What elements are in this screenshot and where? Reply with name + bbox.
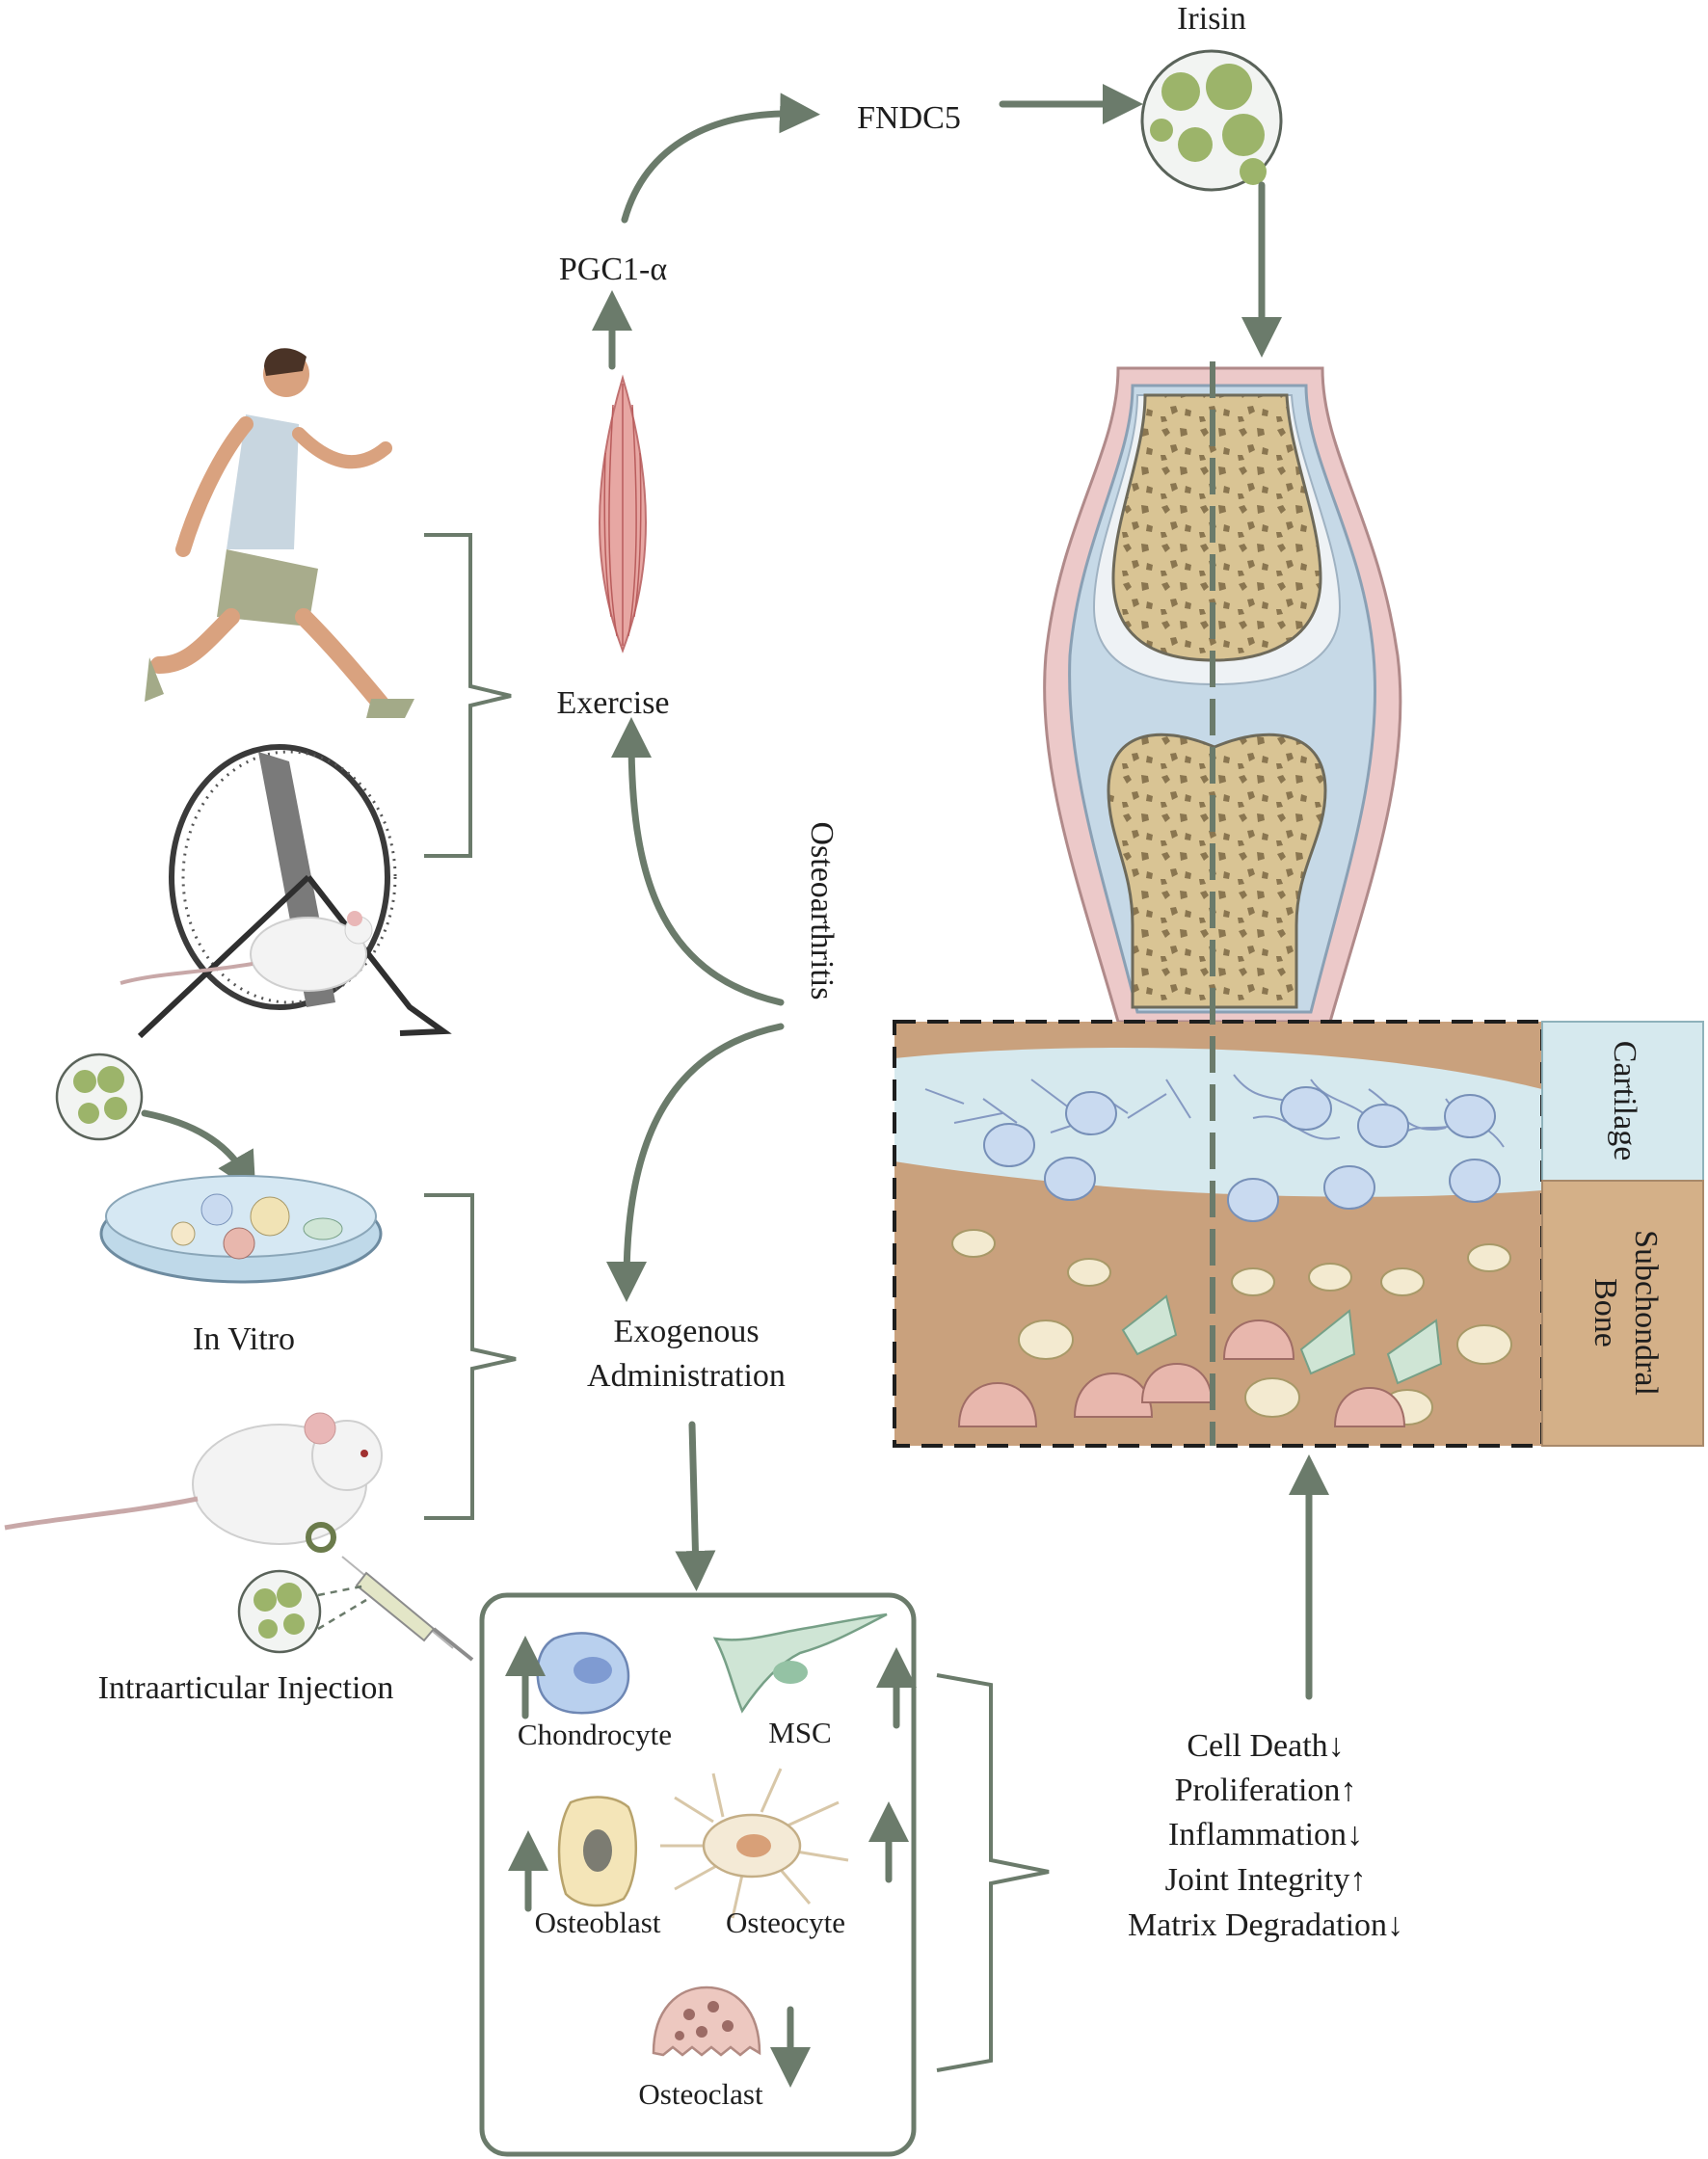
exercise-brace (424, 533, 512, 858)
cell-effects-brace (936, 1673, 1050, 2072)
joint-illustration (1043, 366, 1402, 1024)
osteoblast-label: Osteoblast (535, 1906, 661, 1939)
chondrocyte-icon (536, 1632, 630, 1715)
cartilage-label: Cartilage (1607, 1041, 1642, 1161)
effect-item: Matrix Degradation↓ (1128, 1907, 1403, 1943)
pgc1a-label: PGC1-α (559, 252, 667, 287)
msc-label: MSC (768, 1716, 831, 1749)
msc-icon (712, 1613, 888, 1714)
oa-to-exercise-arrow (611, 717, 785, 1006)
osteoclast-icon (652, 1986, 761, 2057)
effect-item: Proliferation↑ (1175, 1773, 1357, 1808)
effect-item: Joint Integrity↑ (1165, 1862, 1367, 1898)
subchondral-label-line2: Bone (1588, 1278, 1623, 1347)
osteocyte-label: Osteocyte (726, 1906, 845, 1939)
in-vitro-label: In Vitro (193, 1321, 295, 1357)
mouse-illustration (4, 1412, 383, 1553)
chondrocyte-label: Chondrocyte (518, 1718, 672, 1751)
fndc5-label: FNDC5 (857, 100, 961, 136)
effect-item: Inflammation↓ (1168, 1817, 1363, 1852)
petri-dish-illustration (99, 1175, 383, 1284)
syringe-illustration (341, 1556, 474, 1662)
exogenous-label-line2: Administration (587, 1358, 786, 1394)
subchondral-label-line1: Subchondral (1628, 1230, 1664, 1396)
runner-illustration (145, 348, 414, 718)
subchondral-box (1541, 1180, 1704, 1447)
irisin-label: Irisin (1177, 1, 1246, 37)
exogenous-to-cells-arrow (675, 1421, 716, 1591)
irisin-injection-icon (237, 1569, 367, 1654)
oa-to-exogenous-arrow (606, 1023, 785, 1302)
muscle-fiber-icon (599, 374, 647, 653)
irisin-icon (1140, 49, 1283, 192)
irisin-to-dish-arrow (141, 1109, 256, 1194)
exercise-label: Exercise (556, 685, 669, 721)
irisin-small-icon (55, 1053, 144, 1141)
osteoblast-icon (557, 1796, 638, 1907)
exogenous-brace (424, 1193, 517, 1520)
osteoarthritis-label: Osteoarthritis (804, 821, 840, 1000)
osteocyte-icon (660, 1768, 849, 1919)
tissue-cross-section (893, 1020, 1544, 1448)
effect-item: Cell Death↓ (1187, 1728, 1344, 1764)
intraarticular-label: Intraarticular Injection (98, 1670, 394, 1706)
osteoclast-label: Osteoclast (638, 2077, 763, 2111)
exercise-wheel-illustration (120, 744, 452, 1039)
pgc1a-to-fndc5-arrow (621, 93, 820, 224)
exogenous-label-line1: Exogenous (613, 1314, 759, 1349)
